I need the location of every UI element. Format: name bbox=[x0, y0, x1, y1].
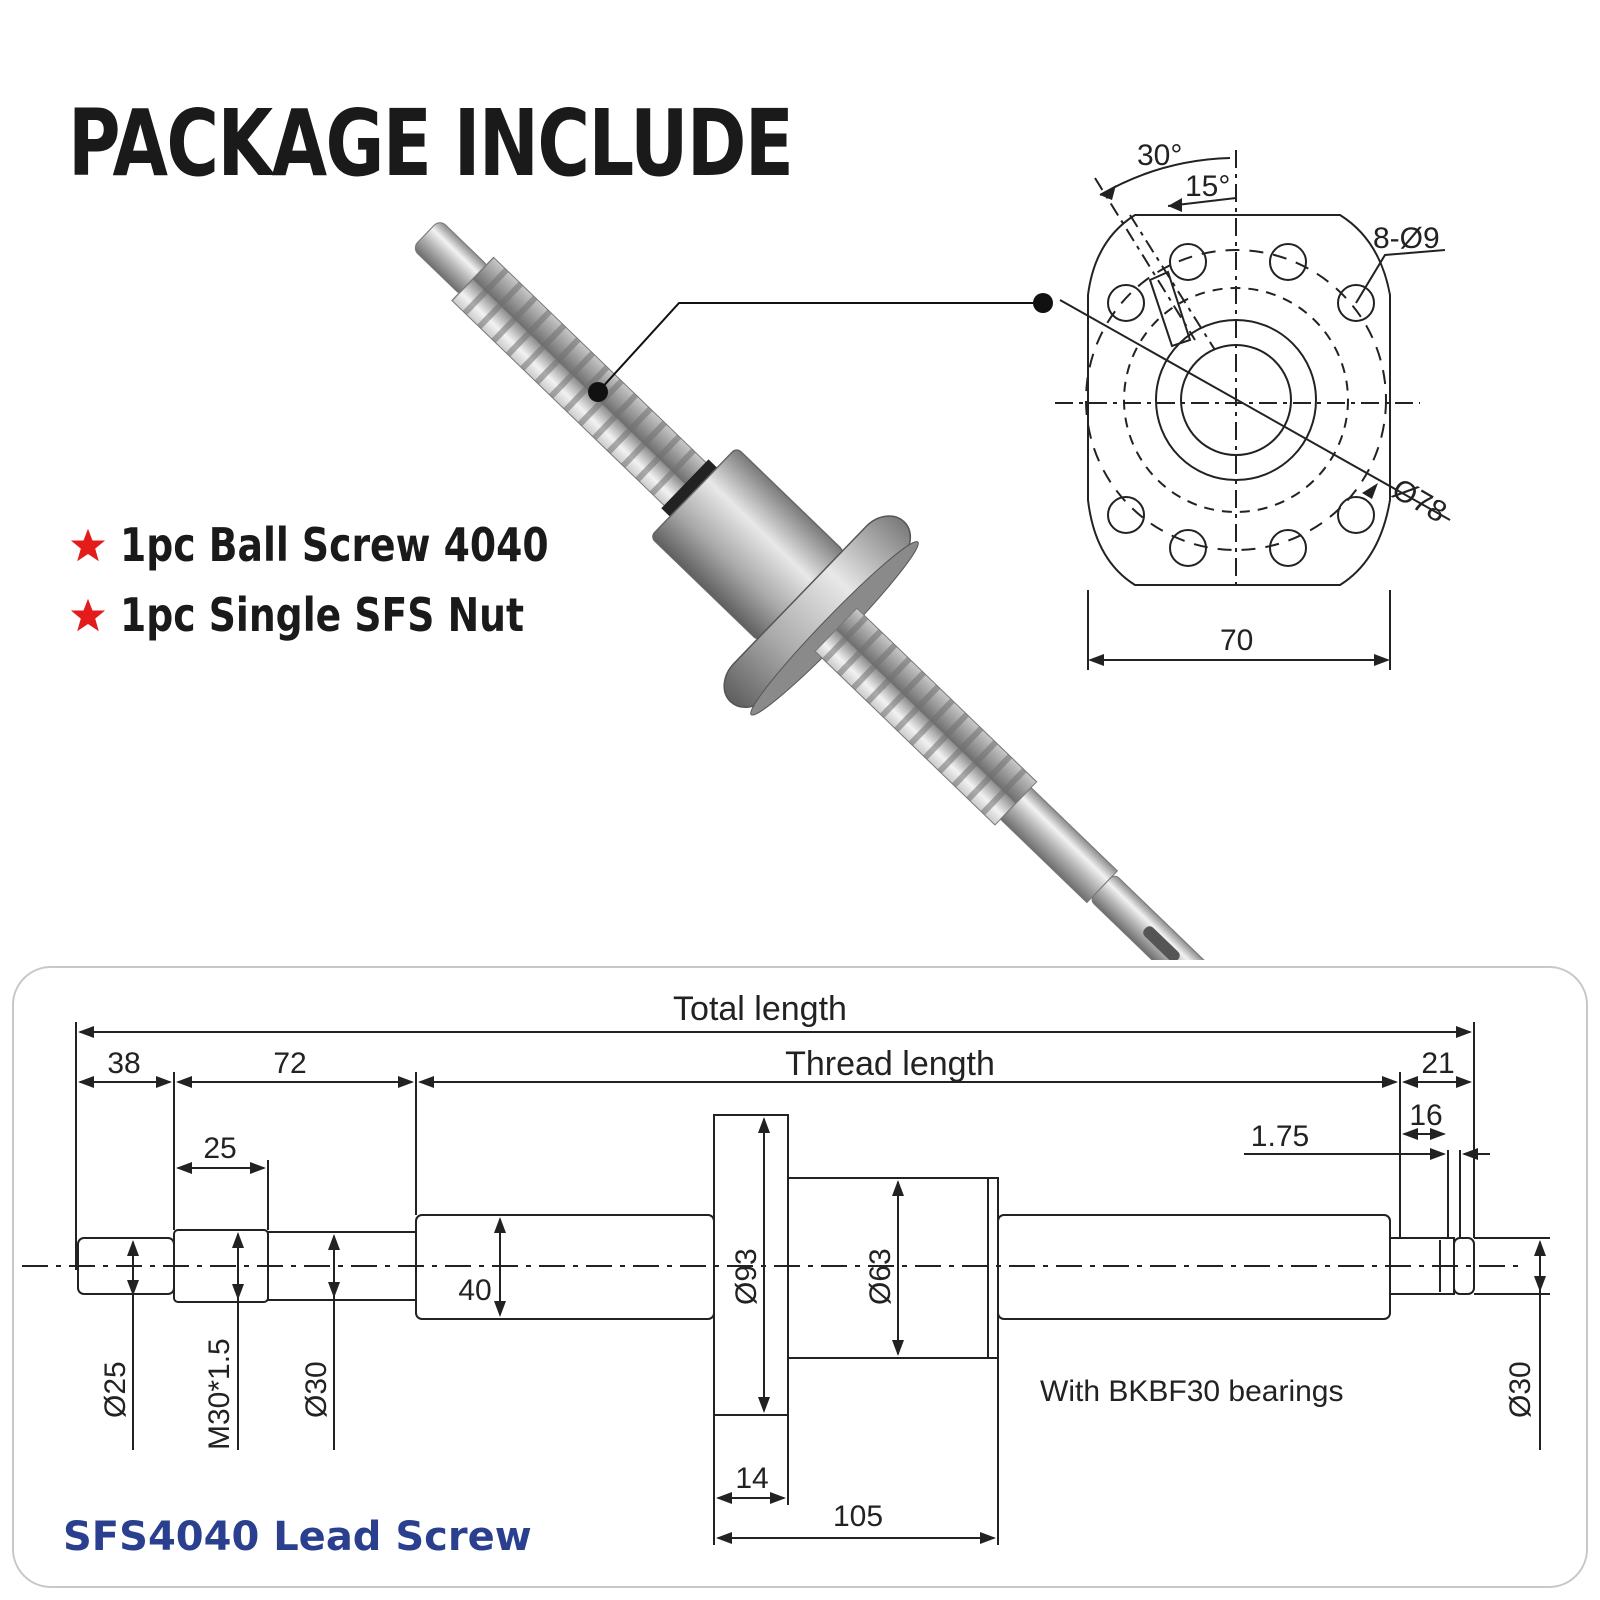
dim-14-label: 14 bbox=[735, 1462, 768, 1495]
angle-30-label: 30° bbox=[1137, 139, 1182, 172]
flange-drawing: 30° 15° 8-Ø9 Ø78 70 bbox=[1055, 139, 1453, 670]
thread-m30-label: M30*1.5 bbox=[203, 1338, 236, 1450]
package-item-label: 1pc Single SFS Nut bbox=[120, 588, 525, 642]
diameter-30-right-label: Ø30 bbox=[1504, 1361, 1537, 1418]
drawing-caption: SFS4040 Lead Screw bbox=[63, 1514, 532, 1560]
dim-72-label: 72 bbox=[273, 1047, 306, 1080]
diameter-93-label: Ø93 bbox=[730, 1248, 763, 1305]
ball-screw-illustration bbox=[414, 222, 1221, 960]
diameter-63-label: Ø63 bbox=[864, 1248, 897, 1305]
dim-16-label: 16 bbox=[1409, 1099, 1442, 1132]
drawing-panel bbox=[12, 966, 1588, 1588]
dim-175-label: 1.75 bbox=[1251, 1120, 1309, 1153]
page-title: PACKAGE INCLUDE bbox=[68, 90, 794, 197]
red-star-icon bbox=[70, 528, 106, 562]
diameter-30-left-label: Ø30 bbox=[300, 1361, 333, 1418]
bolt-circle-label: Ø78 bbox=[1387, 472, 1453, 529]
dim-21-label: 21 bbox=[1421, 1047, 1454, 1080]
dim-105-label: 105 bbox=[833, 1500, 883, 1533]
dim-25-label: 25 bbox=[203, 1132, 236, 1165]
package-item: 1pc Single SFS Nut bbox=[70, 585, 613, 645]
diameter-25-label: Ø25 bbox=[99, 1361, 132, 1418]
total-length-label: Total length bbox=[673, 990, 847, 1028]
red-star-icon bbox=[70, 598, 106, 632]
package-item-label: 1pc Ball Screw 4040 bbox=[120, 518, 549, 572]
angle-15-label: 15° bbox=[1185, 170, 1230, 203]
package-item: 1pc Ball Screw 4040 bbox=[70, 515, 643, 575]
flange-width-label: 70 bbox=[1220, 624, 1253, 657]
diameter-40-label: 40 bbox=[458, 1274, 491, 1307]
hole-spec-label: 8-Ø9 bbox=[1373, 222, 1440, 255]
thread-length-label: Thread length bbox=[785, 1045, 995, 1083]
bearing-note: With BKBF30 bearings bbox=[1040, 1375, 1343, 1408]
shaft-drawing: Total length Thread length 38 72 25 21 1… bbox=[12, 966, 1588, 1588]
dim-38-label: 38 bbox=[107, 1047, 140, 1080]
